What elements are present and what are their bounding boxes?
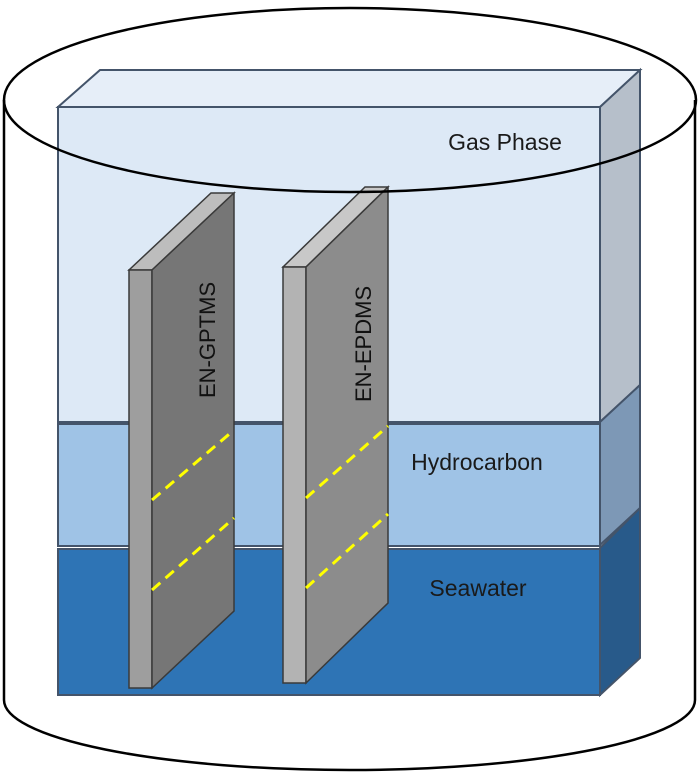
panel-en-epdms-edge	[282, 266, 307, 684]
gas-phase-side	[599, 67, 641, 425]
panel-en-gptms-markers	[151, 428, 235, 592]
gas-phase-top	[55, 69, 643, 108]
panel-en-epdms-markers	[304, 424, 390, 590]
panel-en-gptms-face	[151, 191, 235, 690]
panel-en-epdms-face	[305, 185, 389, 685]
container-cylinder	[2, 100, 697, 772]
seawater-label: Seawater	[429, 575, 527, 601]
panel-en-epdms-marker-line	[304, 512, 390, 590]
panel-en-epdms	[281, 185, 390, 685]
hydrocarbon-label: Hydrocarbon	[411, 449, 543, 475]
cylinder-bottom-rim	[2, 699, 697, 772]
panel-en-gptms-marker-line	[151, 516, 235, 592]
cylinder-top-rim	[2, 6, 698, 194]
panel-en-gptms-label: EN-GPTMS	[195, 282, 220, 398]
panel-en-gptms	[127, 191, 236, 690]
panel-en-epdms-label: EN-EPDMS	[351, 286, 376, 402]
panel-en-gptms-edge	[128, 269, 153, 689]
panel-en-epdms-marker-line	[305, 424, 389, 500]
gas-phase-label: Gas Phase	[448, 129, 562, 155]
